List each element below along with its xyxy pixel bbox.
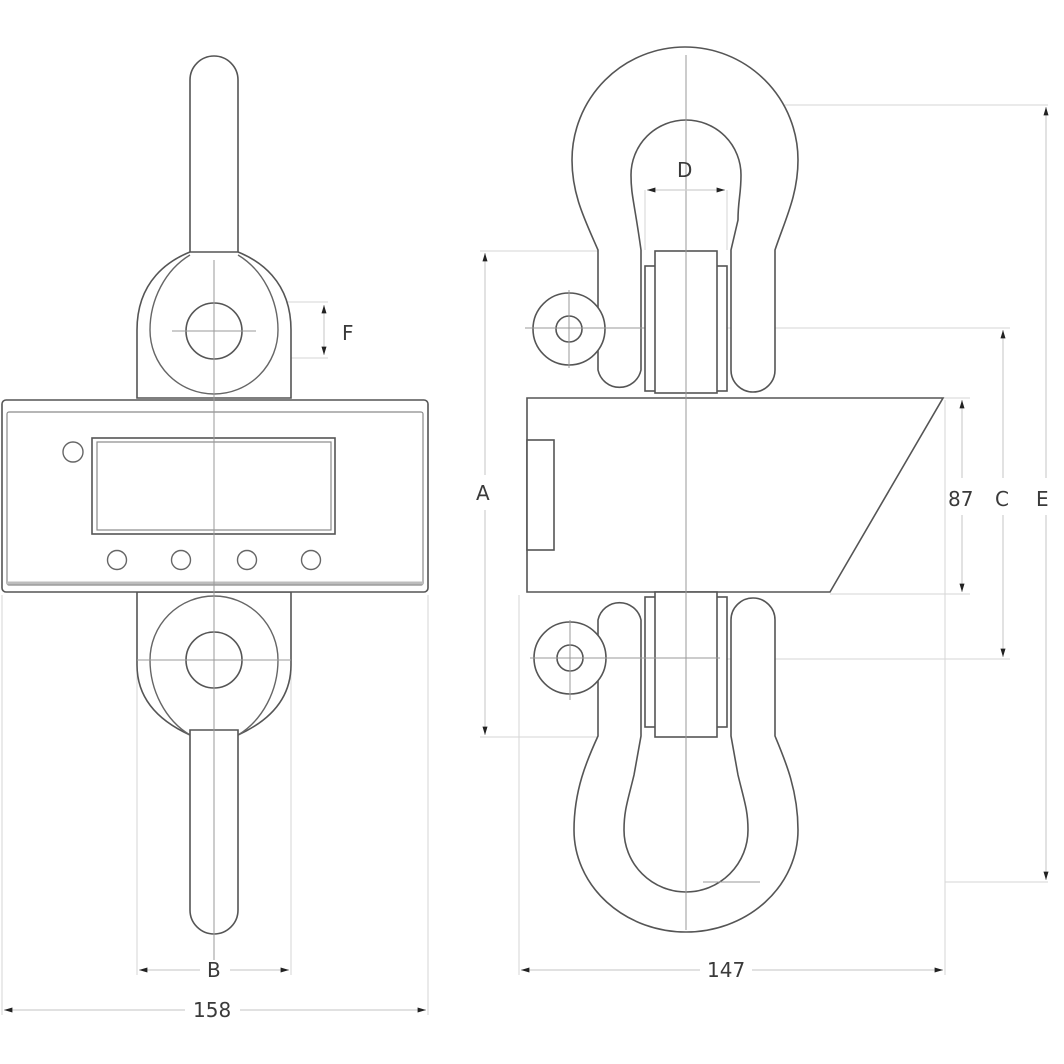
load-cell-body [526,397,945,593]
indicator-led [62,441,84,463]
dim-label-c: C [995,487,1009,511]
top-bow-shackle [571,46,799,393]
top-hook-shank [189,55,239,269]
dim-label-147: 147 [707,958,745,982]
dim-label-158: 158 [193,998,231,1022]
dim-label-e: E [1036,487,1049,511]
bottom-bow-shackle [573,597,799,933]
battery-compartment [526,439,555,551]
side-view: D A 87 C E 147 [476,46,1049,982]
dim-label-87: 87 [948,487,973,511]
dim-label-f: F [342,321,354,345]
front-view: F B 158 [1,55,429,1022]
keypad-button-2 [170,549,192,571]
dim-label-b: B [207,958,221,982]
keypad-button-4 [300,549,322,571]
dim-label-d: D [677,158,692,182]
keypad-button-1 [106,549,128,571]
dim-label-a: A [476,481,490,505]
keypad-button-3 [236,549,258,571]
